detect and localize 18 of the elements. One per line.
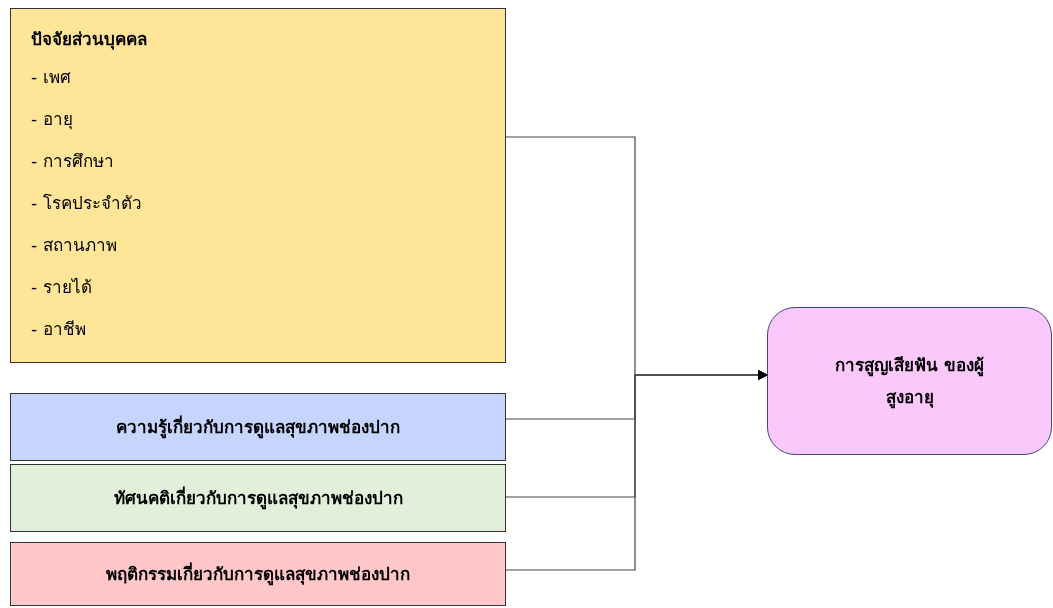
list-item: - รายได้ <box>31 276 92 299</box>
connector-arrow <box>505 370 768 571</box>
list-item: - อาชีพ <box>31 318 86 341</box>
factor-list-box <box>10 8 506 363</box>
factor-box <box>10 464 506 532</box>
factor-box <box>10 393 506 461</box>
list-item: - อายุ <box>31 108 73 131</box>
box-heading: ปัจจัยส่วนบุคคล <box>31 28 147 51</box>
list-item: - สถานภาพ <box>31 234 117 257</box>
box-label: ทัศนคติเกี่ยวกับการดูแลสุขภาพช่องปาก <box>113 486 403 510</box>
list-item: - การศึกษา <box>31 150 114 173</box>
factor-box <box>10 542 506 606</box>
outcome-box <box>767 307 1052 455</box>
box-label: พฤติกรรมเกี่ยวกับการดูแลสุขภาพช่องปาก <box>106 562 410 586</box>
box-label: ความรู้เกี่ยวกับการดูแลสุขภาพช่องปาก <box>116 415 400 439</box>
box-label: การสูญเสียฟัน ของผู้สูงอายุ <box>834 354 985 411</box>
list-item: - โรคประจำตัว <box>31 192 142 215</box>
list-item: - เพศ <box>31 66 71 89</box>
